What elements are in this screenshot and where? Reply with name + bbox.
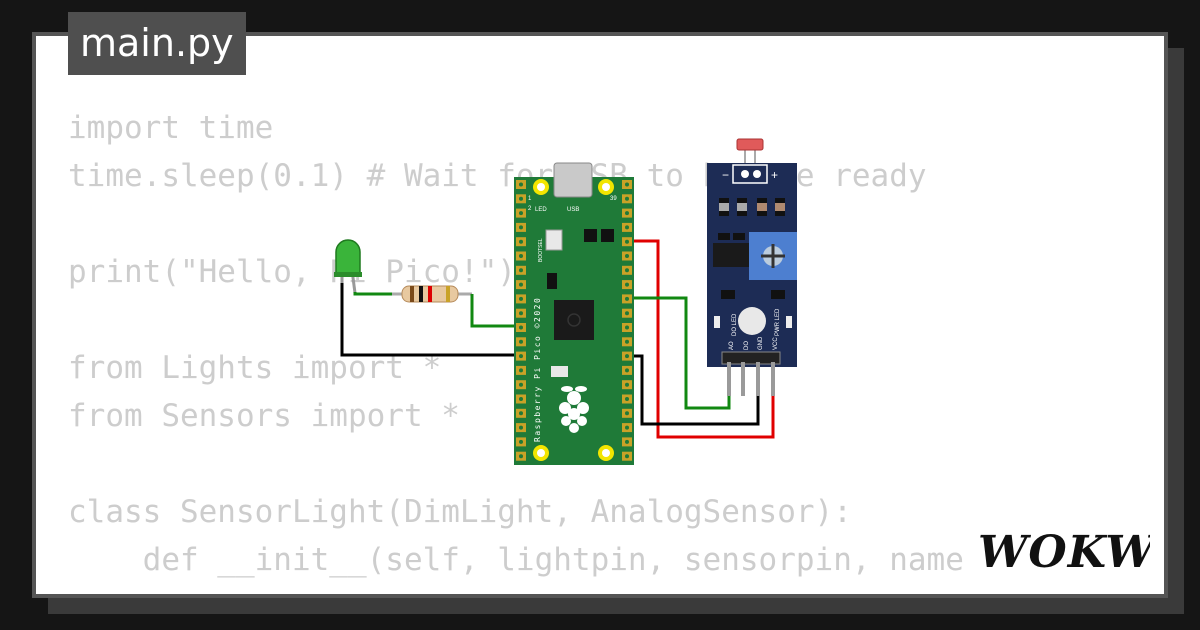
pin-label-ao: AO: [729, 341, 735, 350]
code-line: import time: [68, 110, 274, 146]
pico-pin-hole: [519, 282, 523, 287]
file-tab[interactable]: main.py: [68, 12, 246, 75]
pin-label-gnd: GND: [758, 336, 764, 350]
pico-pin-hole: [519, 268, 523, 273]
pico-pin-hole: [519, 311, 523, 316]
plus-label: +: [771, 168, 778, 182]
pico-pin-hole: [625, 211, 629, 216]
photoresistor: [736, 138, 764, 151]
code-line: print("Hello, Pi Pico!"): [68, 254, 516, 290]
pico-pin-hole: [625, 425, 629, 430]
pico-pin-hole: [625, 411, 629, 416]
minus-label: −: [722, 168, 729, 182]
pico-pin-hole: [519, 382, 523, 387]
pico-pin-hole: [625, 225, 629, 230]
wire-ao-green[interactable]: [626, 296, 731, 410]
pico-pin-hole: [519, 425, 523, 430]
pico-brand: Raspberry Pi Pico ©2020: [533, 297, 542, 442]
pico-pin-hole: [625, 296, 629, 301]
pico-pin-hole: [519, 411, 523, 416]
pico-pin-hole: [625, 325, 629, 330]
pico-pin-hole: [625, 282, 629, 287]
pico-pin-hole: [519, 325, 523, 330]
pico-pin-hole: [519, 211, 523, 216]
pico-pin-hole: [625, 439, 629, 444]
pico-pin-hole: [519, 196, 523, 201]
wokwi-logo-text: WOKWi: [978, 527, 1150, 577]
rp2040-chip: [554, 300, 594, 340]
pico-pin-hole: [625, 196, 629, 201]
code-line: from Sensors import *: [68, 398, 460, 434]
pin-label-1: 1: [528, 196, 532, 202]
pico-pin-hole: [625, 368, 629, 373]
wokwi-logo: WOKWi: [978, 527, 1150, 577]
pin-label-do: DO: [744, 341, 750, 350]
pico-pin-hole: [625, 339, 629, 344]
raspberry-logo-icon: [559, 386, 589, 433]
usb-connector: [553, 162, 593, 198]
wire-led-resistor[interactable]: [353, 292, 392, 296]
pico-pin-hole: [625, 182, 629, 187]
pico-pin-hole: [519, 439, 523, 444]
bootsel-label: BOOTSEL: [538, 238, 544, 262]
pico-pin-hole: [625, 239, 629, 244]
led-label: LED: [535, 207, 547, 213]
pin-label-39: 39: [610, 196, 617, 202]
usb-label: USB: [567, 207, 579, 213]
pico-pin-hole: [519, 368, 523, 373]
pico-pin-hole: [625, 311, 629, 316]
pico-pin-hole: [625, 397, 629, 401]
pico-pin-hole: [625, 454, 629, 459]
bootsel-button[interactable]: [545, 229, 563, 251]
pico-pin-hole: [519, 397, 523, 401]
pico-pin-hole: [625, 254, 629, 258]
do-led-label: DO LED: [732, 313, 738, 336]
pin-header: [721, 351, 781, 365]
pico-board[interactable]: USB LED 1 2 39 BOOTSEL Raspberry Pi Pico…: [514, 162, 634, 465]
code-line: class SensorLight(DimLight, AnalogSensor…: [68, 494, 852, 530]
pico-pin-hole: [519, 239, 523, 244]
wire-resistor-gp[interactable]: [470, 294, 520, 328]
pico-pin-hole: [519, 182, 523, 187]
pico-pin-hole: [519, 254, 523, 258]
pico-right-pins: [622, 180, 632, 461]
pico-pin-hole: [519, 354, 523, 359]
pwr-led-label: PWR LED: [775, 308, 781, 336]
pico-pin-hole: [519, 454, 523, 459]
code-line: # super(SensorLight, self).__init__(ligh…: [68, 584, 1038, 594]
pin-label-2: 2: [528, 206, 532, 212]
pico-pin-hole: [519, 339, 523, 344]
code-line: def __init__(self, lightpin, sensorpin, …: [68, 542, 964, 578]
pico-pin-hole: [625, 354, 629, 359]
pico-pin-hole: [625, 382, 629, 387]
wire-gnd-black[interactable]: [626, 354, 760, 426]
pico-left-pins: [516, 180, 526, 461]
pico-pin-hole: [625, 268, 629, 273]
resistor[interactable]: [390, 285, 472, 303]
pico-pin-hole: [519, 296, 523, 301]
light-sensor-module[interactable]: − + DO LED PWR LED AO DO GND VCC: [707, 138, 797, 396]
pico-pin-hole: [519, 225, 523, 230]
pin-label-vcc: VCC: [773, 337, 779, 350]
wire-led-gnd[interactable]: [340, 283, 520, 357]
green-led[interactable]: [334, 239, 362, 294]
wire-vcc-red[interactable]: [626, 239, 775, 439]
